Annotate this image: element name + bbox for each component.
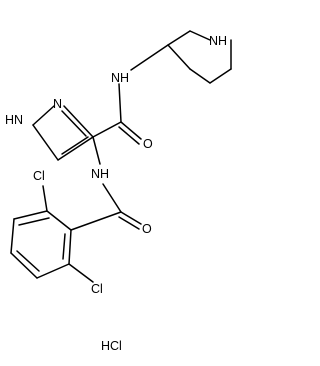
bond — [16, 250, 40, 272]
atom-label-nh-amide2: NH — [91, 167, 109, 181]
atom-label-cl-bottom: Cl — [91, 282, 103, 296]
bond — [62, 233, 66, 260]
atom-label-cl-top: Cl — [33, 169, 45, 183]
atom-label-nh-piperidine: NH — [209, 34, 227, 48]
bond — [32, 105, 55, 126]
bond — [63, 105, 94, 138]
bond — [130, 44, 169, 71]
bond — [61, 110, 87, 137]
bond — [189, 68, 211, 84]
atom-label-nh-amide1: NH — [111, 71, 129, 85]
atom-label-o-amide2: O — [142, 222, 152, 236]
bond — [118, 83, 122, 123]
atom-label-n-pyrazole: N — [53, 97, 62, 111]
bond — [209, 68, 232, 84]
atom-label-nh-pyrazole: HN — [5, 113, 23, 127]
bond — [10, 218, 15, 254]
bond — [61, 136, 89, 155]
atom-label-o-amide1: O — [143, 137, 153, 151]
bond — [92, 136, 101, 165]
bond — [42, 185, 48, 212]
bond — [118, 126, 140, 145]
bond — [13, 210, 48, 220]
bond — [167, 30, 191, 46]
bond — [32, 124, 59, 161]
bond — [118, 216, 140, 230]
bond — [92, 121, 122, 138]
bond — [167, 44, 191, 70]
bond — [120, 121, 142, 140]
bond — [18, 217, 50, 226]
bond — [120, 211, 142, 225]
salt-label: HCl — [101, 339, 122, 353]
chemical-structure: NH NH O N HN NH O Cl Cl HCl — [5, 30, 232, 353]
bond — [57, 136, 94, 161]
bond — [10, 252, 38, 279]
bond — [102, 183, 122, 213]
bond — [46, 210, 72, 231]
bond — [189, 30, 211, 41]
bonds — [10, 30, 232, 283]
bond — [68, 263, 94, 283]
bond — [36, 263, 70, 279]
bond — [70, 211, 122, 231]
atom-labels: NH NH O N HN NH O Cl Cl HCl — [5, 34, 227, 353]
bond — [68, 229, 72, 265]
